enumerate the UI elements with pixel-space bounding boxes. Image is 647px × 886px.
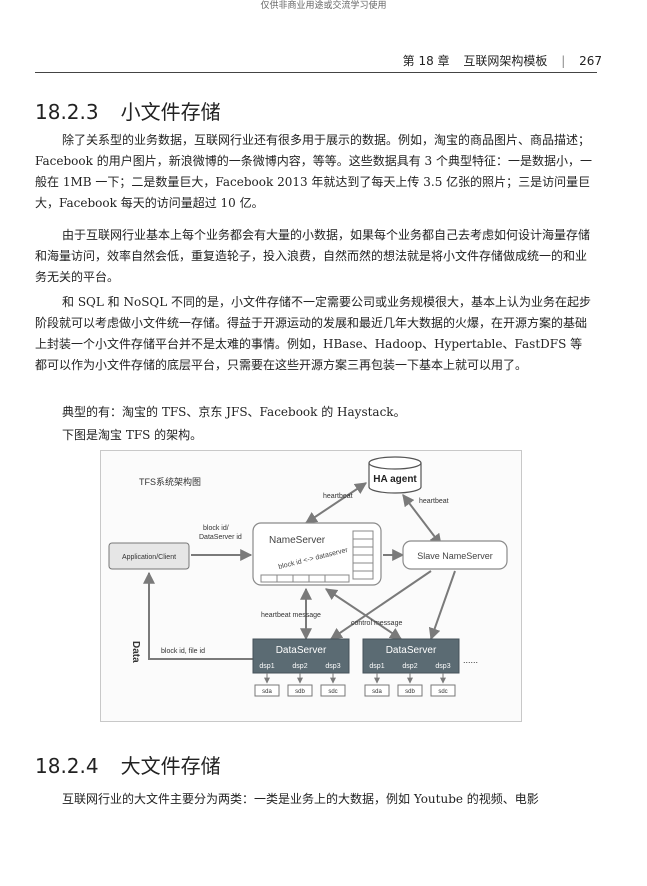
disk-label: sda [372, 689, 382, 695]
dsp-label: dsp2 [402, 663, 417, 670]
nameserver-label: NameServer [269, 535, 326, 546]
header-separator: | [561, 54, 566, 68]
slave-dataserver1-arrow [330, 570, 432, 640]
chapter-title: 互联网架构模板 [463, 54, 548, 68]
block-file-label: block id, file id [161, 648, 205, 655]
dataserver-node-2: DataServer dsp1 dsp2 dsp3 sda sdb sdc [362, 638, 460, 697]
watermark: 仅供非商业用途或交流学习使用 [260, 1, 387, 11]
nameserver-node: NameServer block id <-> dataserver [252, 522, 382, 586]
dsp-label: dsp2 [292, 663, 307, 670]
section-title: 大文件存储 [120, 754, 221, 778]
header-rule [35, 72, 597, 73]
heartbeat-label-left: heartbeat [323, 493, 353, 500]
section-heading-18-2-4: 18.2.4 大文件存储 [35, 750, 221, 779]
disk-label: sdc [438, 689, 447, 695]
client-label: Application/Client [122, 554, 176, 561]
section-number: 18.2.4 [35, 754, 99, 778]
data-label: Data [130, 641, 141, 663]
dataserver-label: DataServer [276, 645, 327, 656]
disk-label: sdb [405, 689, 415, 695]
slave-dataserver2-arrow [428, 570, 456, 641]
dataserver-node-1: DataServer dsp1 dsp2 dsp3 sda sdb sdc [252, 638, 350, 697]
heartbeat-arrow-left [305, 482, 367, 524]
slave-nameserver-node: Slave NameServer [402, 540, 508, 570]
paragraph-5: 下图是淘宝 TFS 的架构。 [62, 428, 203, 442]
ha-agent-label: HA agent [373, 474, 417, 485]
heartbeat-arrow-right [402, 494, 442, 546]
tfs-diagram: TFS系统架构图 HA agent heartbeat heartbeat Ap… [108, 456, 508, 697]
dsp-label: dsp1 [259, 663, 274, 670]
dsp-label: dsp3 [435, 663, 450, 670]
paragraph-6: 互联网行业的大文件主要分为两类：一类是业务上的大数据，例如 Youtube 的视… [62, 792, 539, 806]
section-number: 18.2.3 [35, 100, 99, 124]
running-head: 第 18 章 互联网架构模板 | 267 [403, 52, 602, 69]
control-message-label: control message [351, 620, 402, 627]
client-node: Application/Client [108, 542, 190, 570]
nameserver-dataserver2-arrow [325, 588, 402, 640]
heartbeat-label-right: heartbeat [419, 498, 449, 505]
dsp-label: dsp1 [369, 663, 384, 670]
paragraph-2: 由于互联网行业基本上每个业务都会有大量的小数据，如果每个业务都自己去考虑如何设计… [35, 228, 591, 284]
section-title: 小文件存储 [120, 100, 221, 124]
disk-label: sda [262, 689, 272, 695]
figure-title: TFS系统架构图 [139, 476, 201, 487]
section-heading-18-2-3: 18.2.3 小文件存储 [35, 96, 221, 125]
disk-label: sdc [328, 689, 337, 695]
paragraph-4: 典型的有：淘宝的 TFS、京东 JFS、Facebook 的 Haystack。 [62, 405, 406, 419]
page-number: 267 [579, 54, 602, 68]
paragraph-1: 除了关系型的业务数据，互联网行业还有很多用于展示的数据。例如，淘宝的商品图片、商… [35, 133, 592, 210]
heartbeat-message-label: heartbeat message [261, 612, 321, 619]
data-return-arrow [143, 571, 253, 660]
chapter-number: 第 18 章 [402, 54, 450, 68]
tfs-architecture-figure: TFS系统架构图 HA agent heartbeat heartbeat Ap… [100, 450, 522, 722]
ha-agent-node: HA agent [368, 456, 422, 494]
more-dataservers-ellipsis: ...... [463, 655, 478, 665]
disk-label: sdb [295, 689, 305, 695]
paragraph-3: 和 SQL 和 NoSQL 不同的是，小文件存储不一定需要公司或业务规模很大，基… [35, 295, 592, 372]
block-id-label: block id/ [203, 525, 229, 532]
dsp-label: dsp3 [325, 663, 340, 670]
slave-nameserver-label: Slave NameServer [417, 551, 493, 561]
dataserver-id-label: DataServer id [199, 534, 242, 541]
dataserver-label: DataServer [386, 645, 437, 656]
